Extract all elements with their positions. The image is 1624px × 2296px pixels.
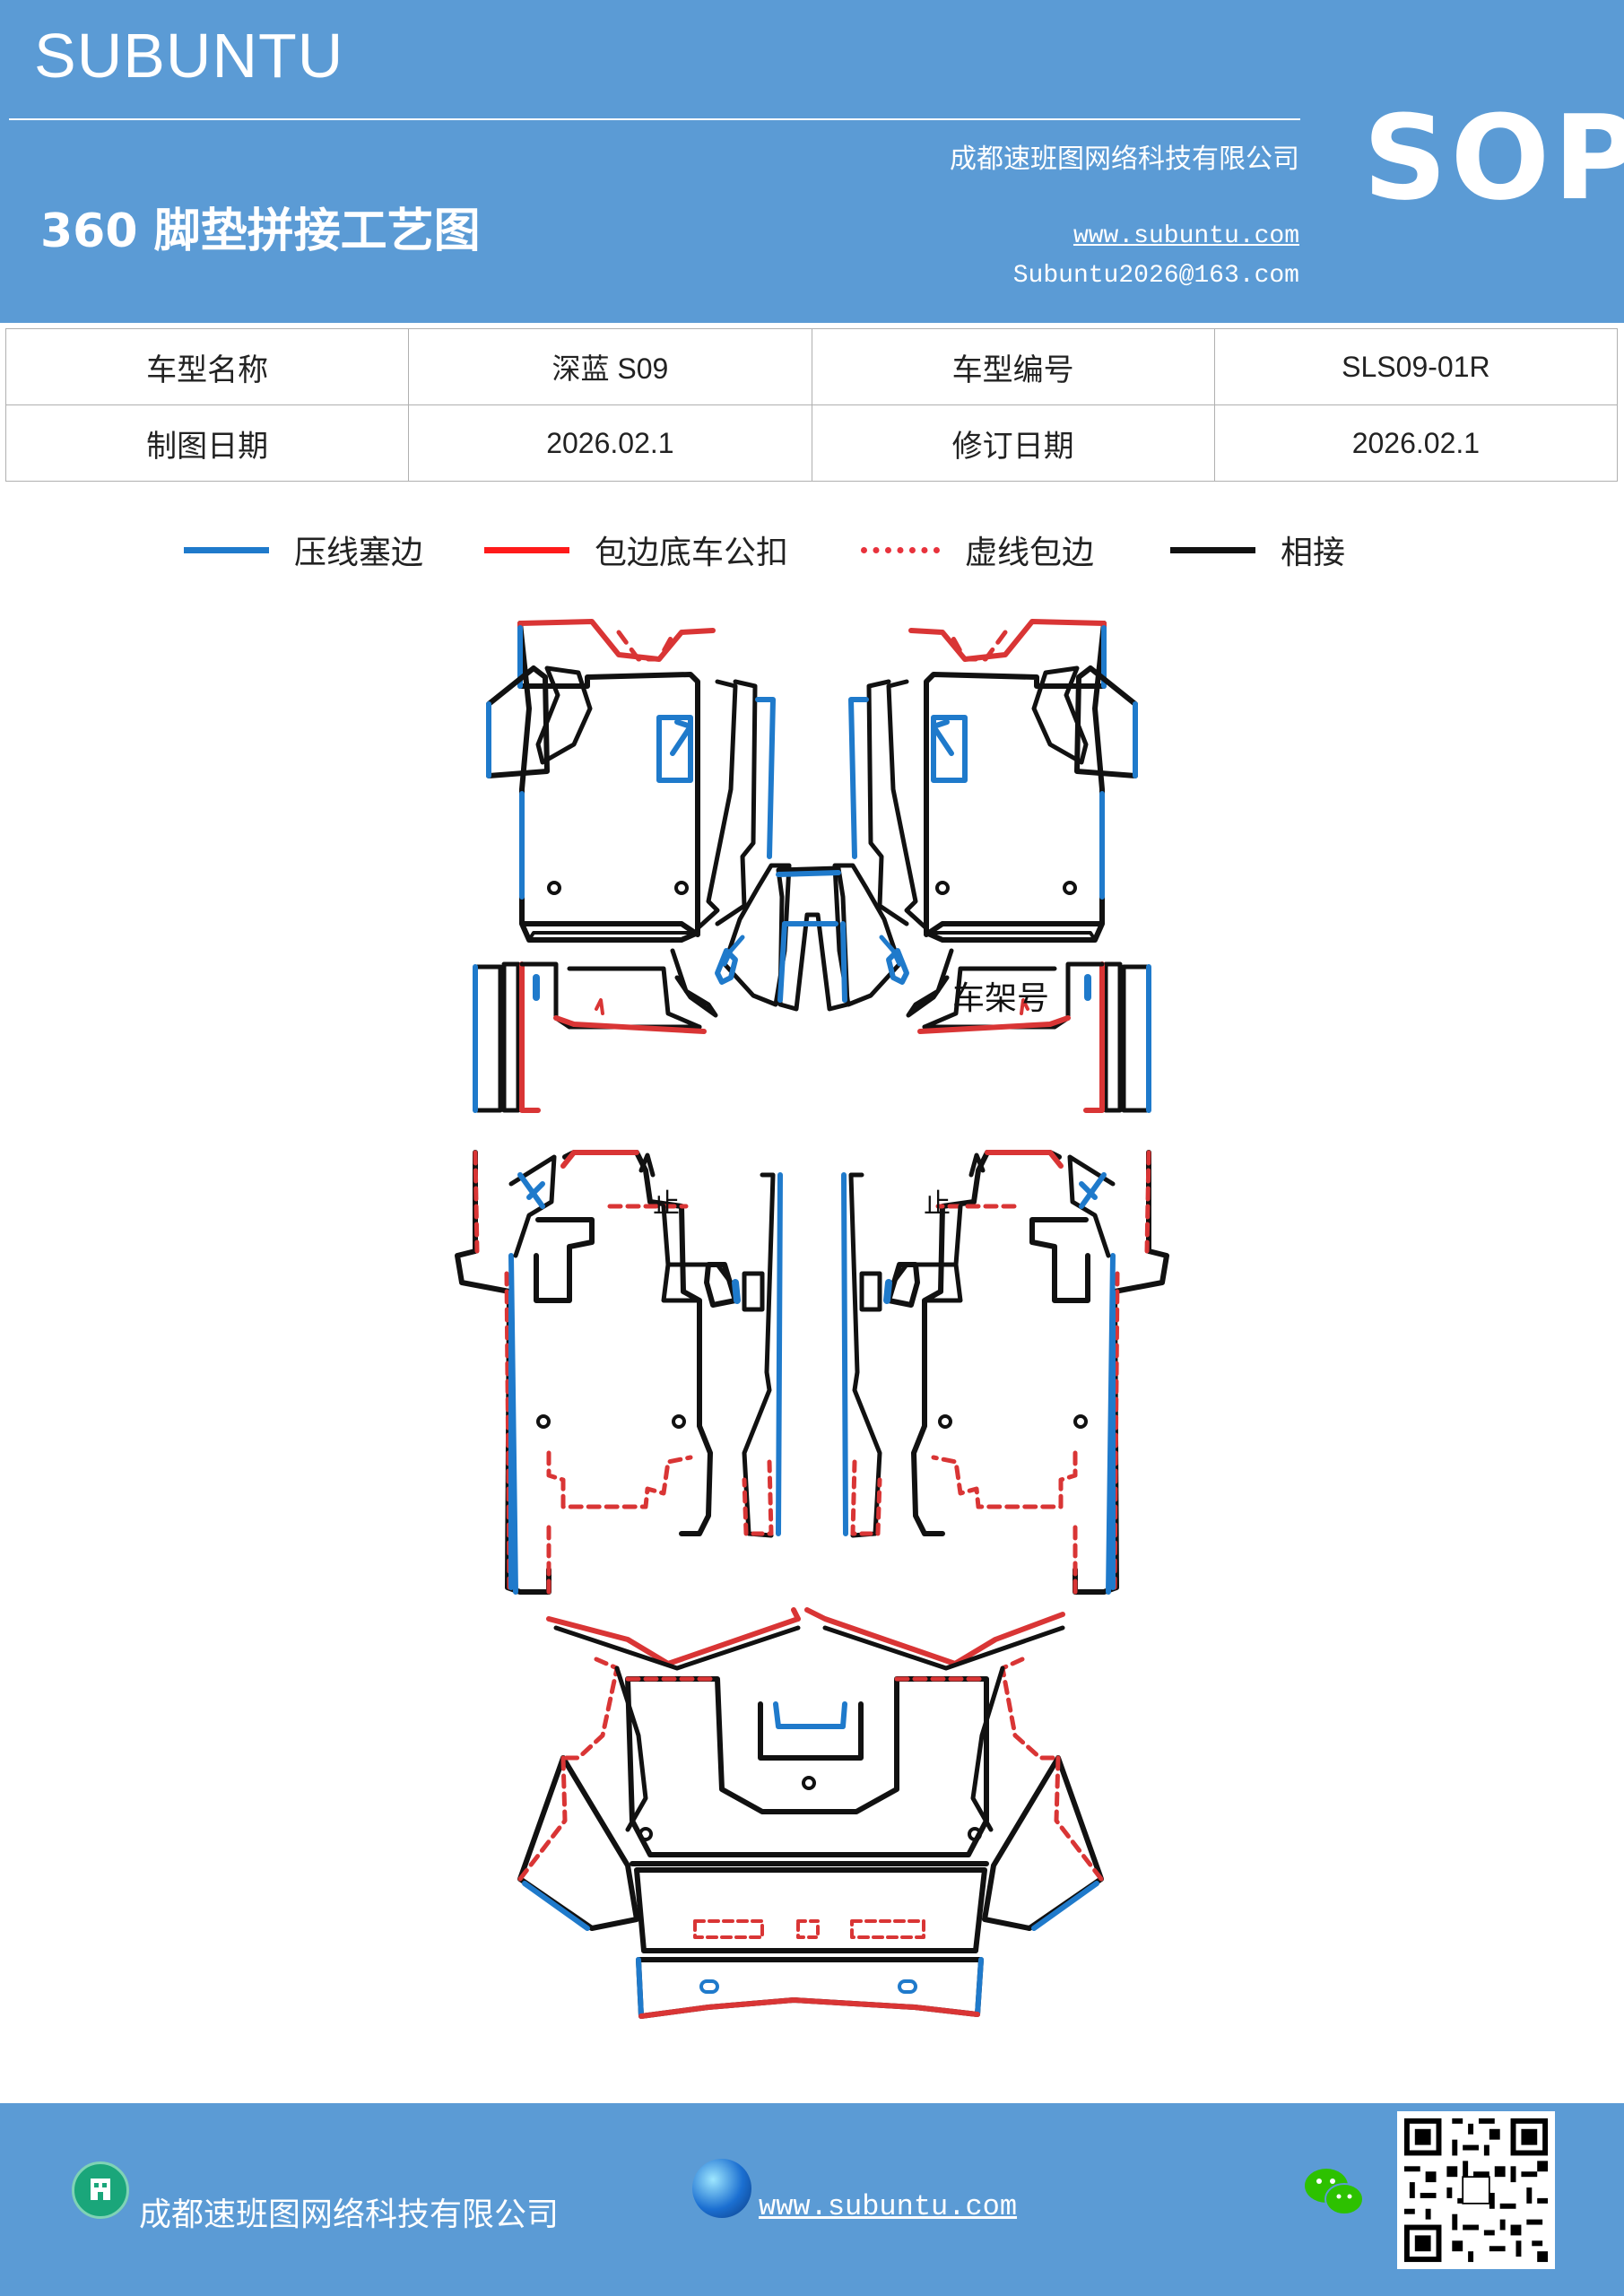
legend-item-press-line: 压线塞边 [184,526,484,573]
revision-date-value: 2026.02.1 [1213,404,1619,482]
email-address: Subuntu2026@163.com [1012,262,1299,290]
sop-badge: SOP [1363,90,1624,226]
draw-date-label: 制图日期 [4,404,410,482]
stop-mark-right: 止 [924,1188,951,1220]
model-name-label: 车型名称 [4,328,410,405]
stop-mark-left: 止 [653,1188,680,1220]
center-tunnel-edge [776,870,847,1003]
model-code-value: SLS09-01R [1213,328,1619,405]
website-link[interactable]: www.subuntu.com [1073,222,1299,250]
rear-right-mat [844,1152,1167,1592]
footer-website-link[interactable]: www.subuntu.com [759,2190,1018,2223]
header-divider [9,118,1300,120]
qr-code[interactable] [1397,2111,1555,2269]
revision-date-label: 修订日期 [811,404,1215,482]
legend-label: 包边底车公扣 [595,535,789,571]
trunk-mat [517,1607,1104,2019]
wechat-icon [1305,2169,1364,2215]
rear-left-mat [457,1152,780,1592]
front-right-mat [835,622,1149,1110]
legend-label: 压线塞边 [294,535,424,571]
legend-swatch [484,546,569,553]
qr-code-pattern [1399,2113,1553,2267]
legend-item-dashed-edge: 虚线包边 [861,526,1170,573]
info-table: 车型名称 深蓝 S09 车型编号 SLS09-01R 制图日期 2026.02.… [4,328,1619,482]
company-name: 成都速班图网络科技有限公司 [950,144,1299,175]
table-row: 车型名称 深蓝 S09 车型编号 SLS09-01R [4,328,1619,405]
legend-label: 相接 [1281,535,1346,571]
floor-mat-diagram: 车架号 止 止 [0,592,1624,2019]
building-icon [72,2161,129,2219]
globe-icon [692,2159,751,2218]
legend-swatch [1170,546,1255,553]
footer-company: 成都速班图网络科技有限公司 [139,2196,560,2233]
draw-date-value: 2026.02.1 [408,404,812,482]
legend-item-joint: 相接 [1170,526,1345,573]
legend-item-edge-clip: 包边底车公扣 [484,526,861,573]
legend-swatch [184,546,269,553]
model-name-value: 深蓝 S09 [408,328,812,405]
frame-number-label: 车架号 [952,980,1049,1017]
legend: 压线塞边 包边底车公扣 虚线包边 相接 [184,527,1345,572]
table-row: 制图日期 2026.02.1 修订日期 2026.02.1 [4,404,1619,482]
front-left-mat [475,622,789,1110]
legend-label: 虚线包边 [965,535,1095,571]
brand-name: SUBUNTU [34,21,344,91]
page-title: 360 脚垫拼接工艺图 [40,204,481,258]
legend-swatch [861,546,940,553]
model-code-label: 车型编号 [811,328,1215,405]
header-banner [0,0,1624,323]
